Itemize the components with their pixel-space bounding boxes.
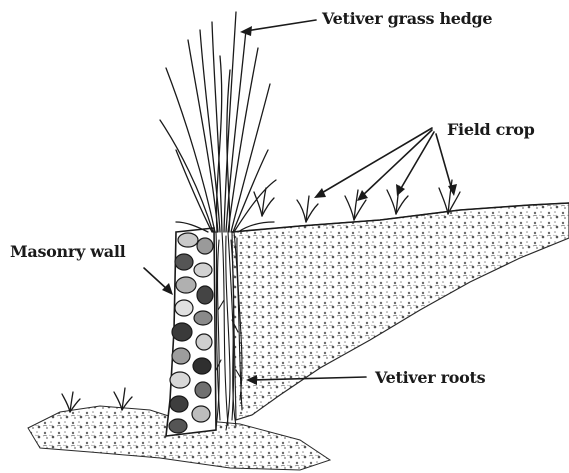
vetiver-grass-hedge (160, 12, 276, 232)
crop-arrow-3 (396, 132, 434, 196)
hedge-arrow (240, 20, 316, 36)
label-vetiver-roots: Vetiver roots (374, 368, 486, 387)
crop-plant (254, 188, 274, 216)
label-masonry-wall: Masonry wall (10, 242, 126, 261)
crop-plant (439, 180, 460, 214)
label-vetiver-grass-hedge: Vetiver grass hedge (321, 9, 492, 28)
crop-plant (297, 196, 318, 222)
crop-arrow-1 (314, 128, 432, 198)
crop-plant (114, 388, 132, 410)
crop-arrow-4 (436, 134, 457, 196)
label-field-crop: Field crop (447, 120, 535, 139)
masonry-wall (166, 228, 216, 436)
wall-arrow (144, 268, 173, 295)
upper-field-soil (232, 203, 569, 420)
